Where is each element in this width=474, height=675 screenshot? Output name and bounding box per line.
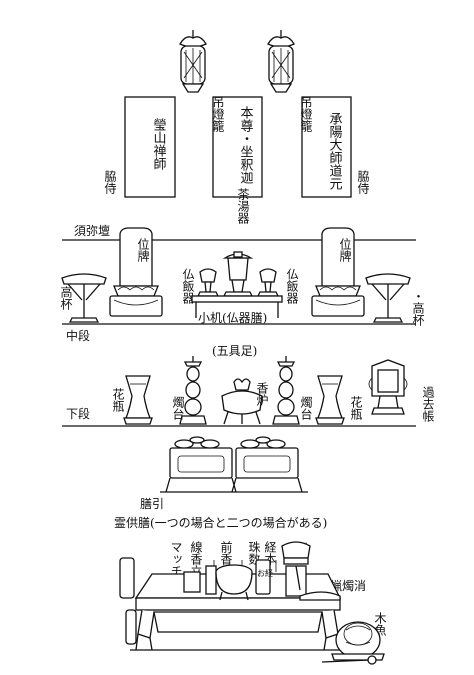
flower-vase-right-label: 花瓶	[349, 395, 363, 420]
flower-vase-left-label: 花瓶	[111, 387, 125, 412]
spirit-meal-tray-label: 霊供膳(一つの場合と二つの場合がある)	[114, 515, 327, 530]
tea-water-vessel	[224, 252, 252, 296]
memorial-tablet-right-label: 位牌	[338, 237, 352, 262]
gogusoku-label: (五具足)	[212, 344, 257, 358]
prayer-beads-sutra: お経	[256, 560, 273, 594]
offering-stand-right-label: ・高杯	[411, 290, 425, 326]
incense-burner-label: 香炉	[255, 382, 269, 407]
shumidan-label: 須弥壇	[74, 223, 110, 238]
hanging-lantern-right	[268, 30, 294, 92]
sutra-book-text: お経	[257, 568, 273, 578]
tray-drawer-label: 膳引	[140, 496, 164, 511]
memorial-tablet-left-label: 位牌	[136, 237, 150, 262]
offering-stand-right	[366, 274, 410, 322]
sutra-scroll-left	[120, 558, 136, 644]
hanging-lantern-right-label: 吊燈籠	[299, 96, 313, 132]
candlestick-left-label: 燭台	[171, 396, 185, 420]
match-extinguisher	[184, 572, 200, 592]
incense-stand	[206, 566, 216, 594]
candlestick-right	[273, 356, 299, 424]
death-register-stand	[369, 360, 407, 414]
death-register-label: 過去帳	[421, 386, 435, 423]
hanging-lantern-left	[180, 30, 206, 92]
jouyou-daishi-label: 承陽大師道元	[327, 112, 343, 191]
rice-vessel-right-label: 仏飯器	[285, 268, 299, 305]
tea-water-vessel-label: 茶湯器	[236, 187, 250, 225]
candlestick-right-label: 燭台	[299, 396, 313, 420]
rice-vessel-right	[258, 269, 278, 296]
bell-rin	[282, 542, 310, 596]
spirit-meal-tray-right	[232, 437, 302, 492]
chuudan-label: 中段	[66, 328, 90, 343]
keizan-zenji-label: 瑩山禅師	[151, 118, 167, 171]
attendant-right-label: 脇侍	[356, 170, 370, 194]
attendant-left-label: 脇侍	[103, 170, 117, 194]
gedan-label: 下段	[66, 406, 90, 421]
spirit-meal-tray-left	[166, 437, 236, 492]
honzon-label: 本尊・坐釈迦	[238, 106, 254, 185]
rice-vessel-left	[198, 269, 218, 296]
flower-vase-left	[124, 376, 152, 424]
offering-stand-left-label: 高杯	[59, 285, 73, 310]
small-desk-label: 小机(仏器膳)	[198, 310, 267, 325]
flower-vase-right	[316, 376, 344, 424]
